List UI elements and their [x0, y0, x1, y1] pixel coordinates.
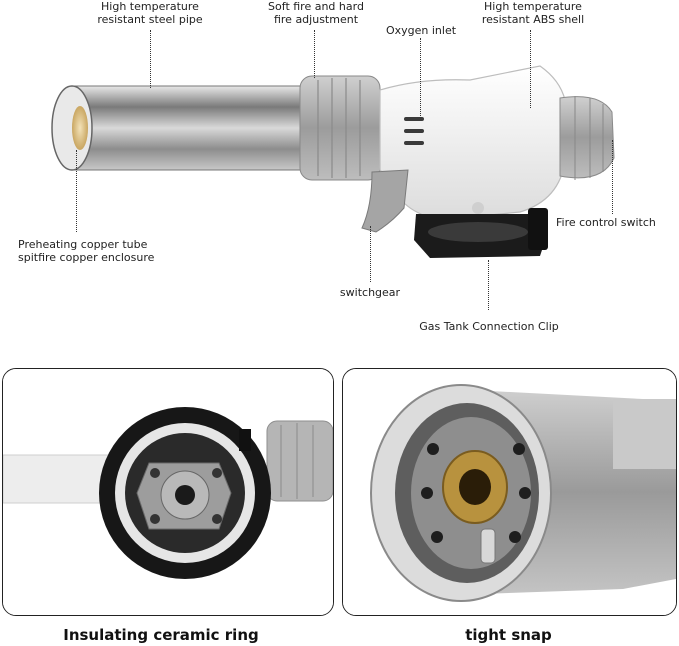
panel-tight-snap — [342, 368, 677, 616]
tight-snap-photo — [343, 369, 676, 615]
fire-adjust-collar — [299, 75, 381, 181]
label-steel-pipe: High temperature resistant steel pipe — [97, 0, 203, 26]
leader-steel-pipe — [150, 30, 151, 88]
leader-switchgear — [370, 226, 371, 282]
ceramic-ring-photo — [3, 369, 333, 615]
leader-gas-clip — [488, 260, 489, 310]
label-abs-shell: High temperature resistant ABS shell — [481, 0, 585, 26]
oxygen-slot — [404, 141, 424, 145]
oxygen-slot — [404, 129, 424, 133]
label-fire-control: Fire control switch — [556, 216, 656, 229]
oxygen-slot — [404, 117, 424, 121]
leader-oxygen — [420, 38, 421, 118]
copper-tube — [72, 106, 88, 150]
steel-pipe — [69, 85, 331, 171]
leader-fire-control — [612, 140, 613, 214]
label-gas-clip: Gas Tank Connection Clip — [419, 320, 559, 333]
label-fire-adjust: Soft fire and hard fire adjustment — [268, 0, 364, 26]
panel-ceramic-ring — [2, 368, 334, 616]
leader-abs-shell — [530, 30, 531, 108]
torch-diagram: High temperature resistant steel pipe So… — [18, 0, 656, 333]
label-oxygen-inlet: Oxygen inlet — [385, 24, 457, 37]
caption-tight-snap: tight snap — [465, 626, 552, 644]
leader-copper — [76, 150, 77, 232]
fire-control-knob — [559, 96, 615, 179]
caption-ceramic-ring: Insulating ceramic ring — [63, 626, 259, 644]
label-switchgear: switchgear — [339, 286, 401, 299]
leader-fire-adjust — [314, 30, 315, 78]
switchgear-trigger — [361, 169, 409, 233]
torch-illustration — [51, 65, 615, 258]
label-copper-tube: Preheating copper tube spitfire copper e… — [18, 238, 155, 264]
